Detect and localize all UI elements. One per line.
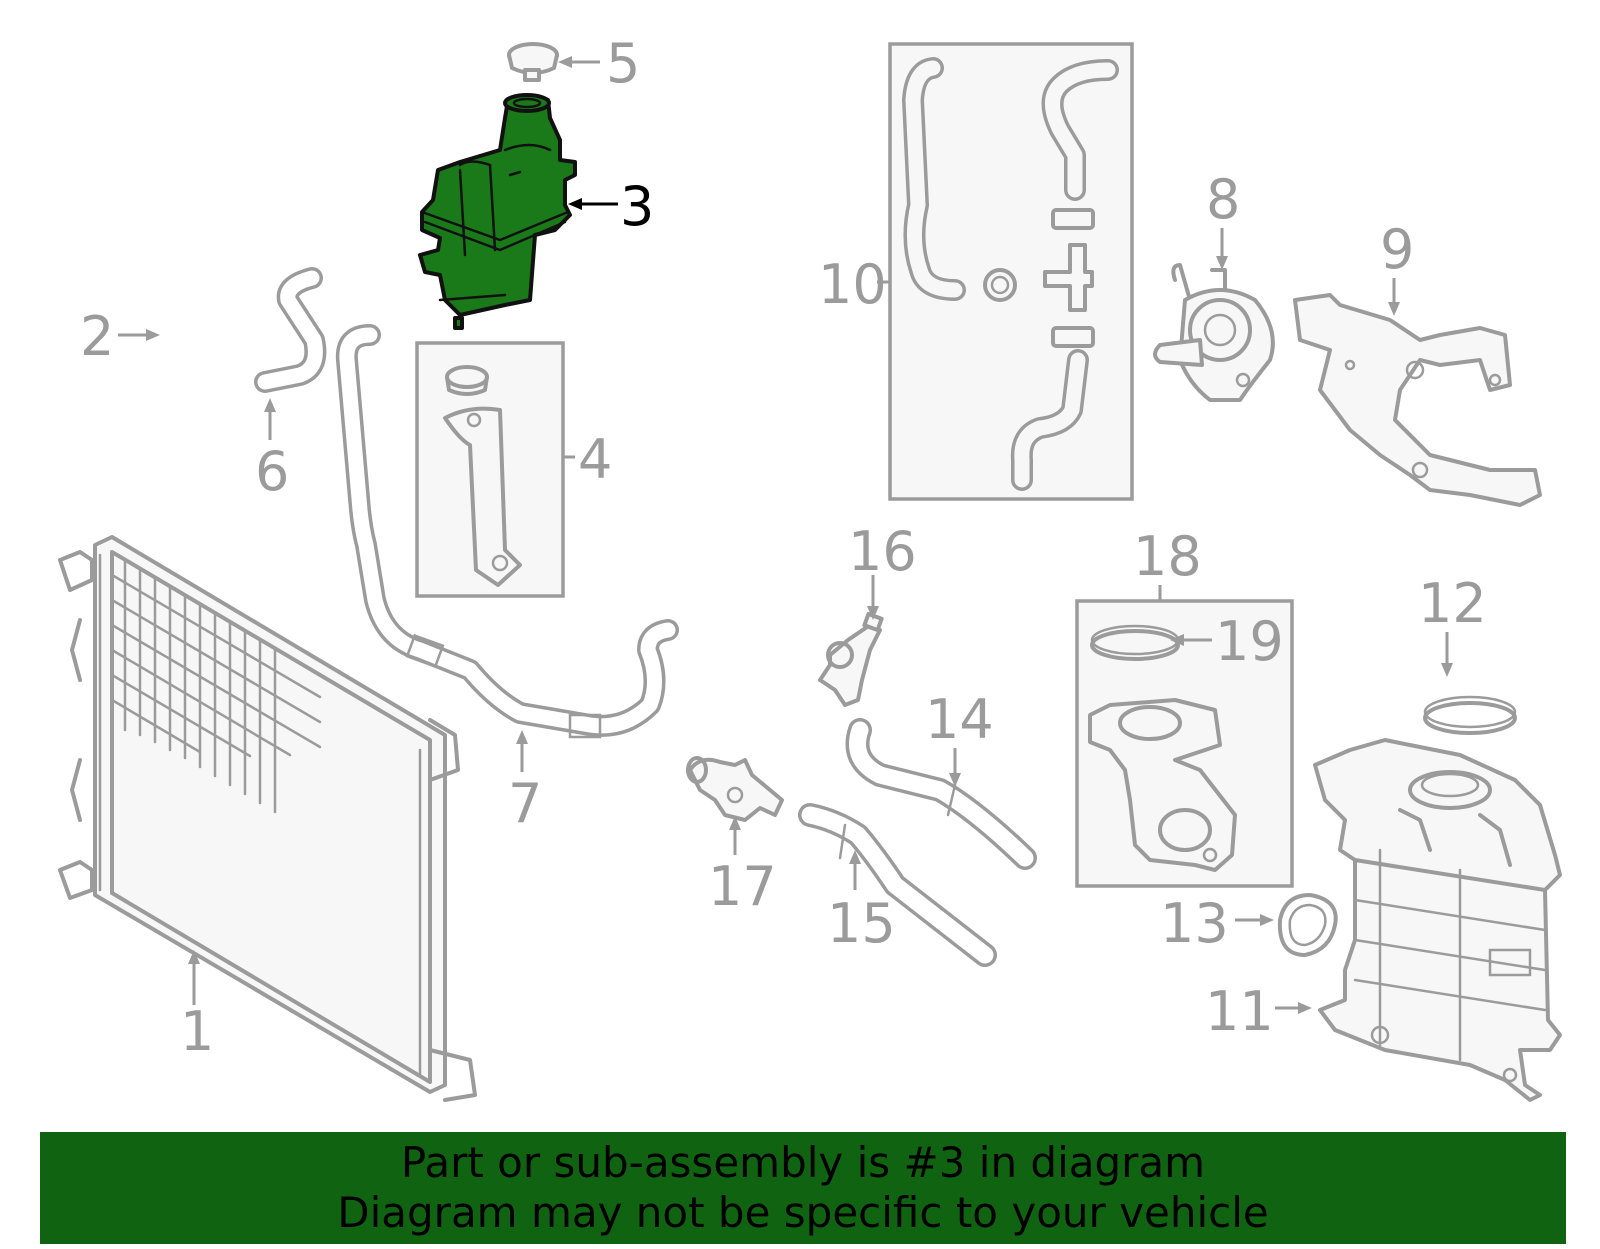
callout-16: 16 <box>848 520 917 620</box>
callout-5: 5 <box>558 32 640 95</box>
svg-text:14: 14 <box>925 688 994 751</box>
part-ring-12[interactable] <box>1423 695 1517 735</box>
part-radiator[interactable] <box>58 535 477 1102</box>
callout-15: 15 <box>827 850 896 955</box>
svg-text:19: 19 <box>1215 610 1284 673</box>
callout-10: 10 <box>818 253 890 316</box>
info-banner: Part or sub-assembly is #3 in diagram Di… <box>40 1132 1566 1244</box>
callout-4: 4 <box>563 428 612 491</box>
part-hose-7[interactable] <box>335 324 679 739</box>
svg-text:6: 6 <box>255 440 289 503</box>
banner-line-1: Part or sub-assembly is #3 in diagram <box>400 1138 1206 1187</box>
part-group-10[interactable] <box>888 42 1134 501</box>
part-pump-8[interactable] <box>1153 263 1275 402</box>
svg-text:3: 3 <box>620 175 654 238</box>
part-cap-5[interactable] <box>507 42 559 82</box>
callout-12: 12 <box>1418 572 1487 677</box>
callout-9: 9 <box>1380 218 1414 316</box>
part-group-4[interactable] <box>415 341 565 598</box>
part-housing-11[interactable] <box>1313 738 1562 1102</box>
callout-7: 7 <box>508 730 542 835</box>
callout-14: 14 <box>925 688 994 787</box>
part-fitting-16[interactable] <box>818 611 884 707</box>
callout-11: 11 <box>1205 980 1312 1043</box>
svg-text:5: 5 <box>606 32 640 95</box>
svg-text:10: 10 <box>818 253 887 316</box>
parts-diagram: 1 2 3 4 5 6 7 8 9 10 <box>52 32 1562 1102</box>
part-gasket-13[interactable] <box>1277 893 1338 957</box>
callout-2: 2 <box>80 305 160 368</box>
part-fitting-17[interactable] <box>686 756 784 822</box>
part-hose-14[interactable] <box>845 718 1037 870</box>
svg-text:16: 16 <box>848 520 917 583</box>
callout-8: 8 <box>1206 168 1240 270</box>
callout-17: 17 <box>708 816 777 918</box>
callout-6: 6 <box>255 398 289 503</box>
callout-3: 3 <box>568 175 654 238</box>
svg-text:12: 12 <box>1418 572 1487 635</box>
svg-text:9: 9 <box>1380 218 1414 281</box>
part-bracket-9[interactable] <box>1293 293 1542 507</box>
part-hose-2[interactable] <box>52 230 233 518</box>
banner-line-2: Diagram may not be specific to your vehi… <box>337 1188 1269 1237</box>
callout-19: 19 <box>1170 610 1284 673</box>
part-group-18[interactable] <box>1075 599 1294 888</box>
callout-13: 13 <box>1160 892 1274 955</box>
svg-text:17: 17 <box>708 855 777 918</box>
callout-18: 18 <box>1133 525 1202 601</box>
svg-text:13: 13 <box>1160 892 1229 955</box>
part-hose-15[interactable] <box>798 803 997 967</box>
svg-text:4: 4 <box>578 428 612 491</box>
svg-text:1: 1 <box>180 1000 214 1063</box>
svg-text:7: 7 <box>508 772 542 835</box>
svg-text:2: 2 <box>80 305 114 368</box>
svg-text:11: 11 <box>1205 980 1274 1043</box>
part-reservoir-3[interactable] <box>418 93 577 330</box>
svg-text:15: 15 <box>827 892 896 955</box>
callout-1: 1 <box>180 950 214 1063</box>
svg-text:18: 18 <box>1133 525 1202 588</box>
svg-text:8: 8 <box>1206 168 1240 231</box>
part-hose-6[interactable] <box>254 267 327 393</box>
